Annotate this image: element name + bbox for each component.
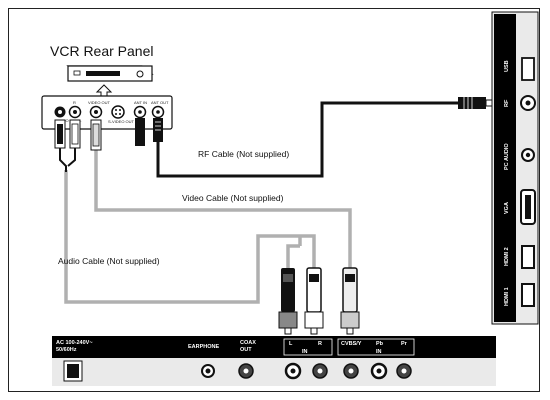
tv-port-pc-audio-label: PC AUDIO: [504, 143, 510, 170]
tv-port-cvbs-label: CVBS/Y: [341, 341, 362, 347]
tv-port-l-label: L: [289, 341, 293, 347]
tv-port-coax-out-label: OUT: [240, 347, 252, 353]
vcr-port-audio-r-label: R: [73, 100, 76, 105]
tv-bottom-panel: [52, 336, 496, 386]
tv-port-ac-label: AC 100-240V~: [56, 340, 93, 346]
vcr-audio-plugs: [54, 119, 81, 172]
audio-cable-label: Audio Cable (Not supplied): [58, 256, 160, 266]
video-cable: [94, 150, 352, 268]
tv-port-audio-in-label: IN: [302, 349, 308, 355]
rf-cable-label: RF Cable (Not supplied): [198, 149, 289, 159]
audio-cable: [64, 170, 316, 304]
rca-plug-left: [278, 268, 298, 335]
tv-port-pb-label: Pb: [376, 341, 384, 347]
up-arrow-icon: [95, 84, 113, 97]
vcr-rf-plugs: [135, 118, 163, 146]
vcr-port-ant-in-label: ANT IN: [134, 100, 147, 105]
tv-port-video-in-label: IN: [376, 349, 382, 355]
tv-port-hdmi1-label: HDMI 1: [504, 287, 510, 306]
vcr-device-icon: [66, 65, 154, 82]
vcr-port-ant-out-label: ANT OUT: [151, 100, 169, 105]
tv-rf-plug: [458, 97, 495, 109]
tv-port-ac-freq-label: 50/60Hz: [56, 347, 77, 353]
tv-port-r-label: R: [318, 341, 322, 347]
rca-plug-video: [340, 267, 360, 335]
tv-side-panel: [491, 11, 539, 325]
rca-plug-right: [304, 267, 324, 335]
vcr-port-audio-l-label: AUDIO OUT L: [56, 118, 82, 123]
tv-port-pr-label: Pr: [401, 341, 408, 347]
video-cable-label: Video Cable (Not supplied): [182, 193, 284, 203]
tv-port-hdmi2-label: HDMI 2: [504, 247, 510, 266]
tv-port-usb-label: USB: [504, 60, 510, 72]
tv-port-rf-label: RF: [504, 99, 510, 107]
tv-port-vga-label: VGA: [504, 202, 510, 214]
vcr-panel-title: VCR Rear Panel: [50, 43, 154, 59]
vcr-port-svideo-label: S-VIDEO OUT: [108, 119, 135, 124]
rf-cable: [156, 101, 462, 178]
tv-port-earphone-label: EARPHONE: [188, 344, 220, 350]
vcr-video-plug: [90, 119, 102, 151]
tv-port-coax-label: COAX: [240, 340, 256, 346]
vcr-port-video-out-label: VIDEO OUT: [88, 100, 111, 105]
